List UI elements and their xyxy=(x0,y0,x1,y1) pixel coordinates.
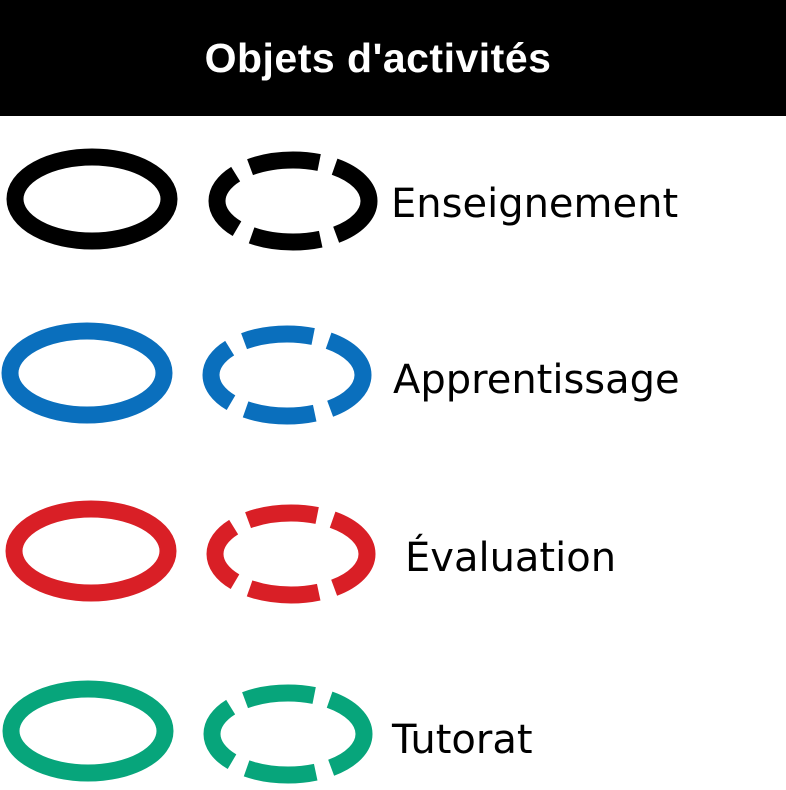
solid-ring-icon xyxy=(6,148,178,250)
legend-item-apprentissage: Apprentissage xyxy=(0,322,786,432)
legend-item-evaluation: Évaluation xyxy=(0,500,786,610)
legend-item-enseignement: Enseignement xyxy=(0,148,786,258)
activity-shapes xyxy=(5,500,376,604)
dashed-ring-icon xyxy=(208,151,378,251)
dashed-ring-icon xyxy=(206,504,376,604)
activity-shapes xyxy=(2,680,373,784)
legend-item-tutorat: Tutorat xyxy=(0,680,786,790)
activity-shapes xyxy=(1,322,372,425)
dashed-ring-icon xyxy=(203,684,373,784)
legend-label: Apprentissage xyxy=(393,357,680,403)
solid-ring-icon xyxy=(5,500,177,602)
activity-shapes xyxy=(6,148,378,251)
legend-label: Tutorat xyxy=(392,717,533,763)
legend-label: Évaluation xyxy=(405,535,617,581)
dashed-ring-icon xyxy=(202,325,372,425)
legend-label: Enseignement xyxy=(391,181,679,227)
solid-ring-icon xyxy=(2,680,174,782)
title-bar: Objets d'activités xyxy=(0,0,786,116)
page-title: Objets d'activités xyxy=(204,34,552,81)
solid-ring-icon xyxy=(1,322,173,424)
